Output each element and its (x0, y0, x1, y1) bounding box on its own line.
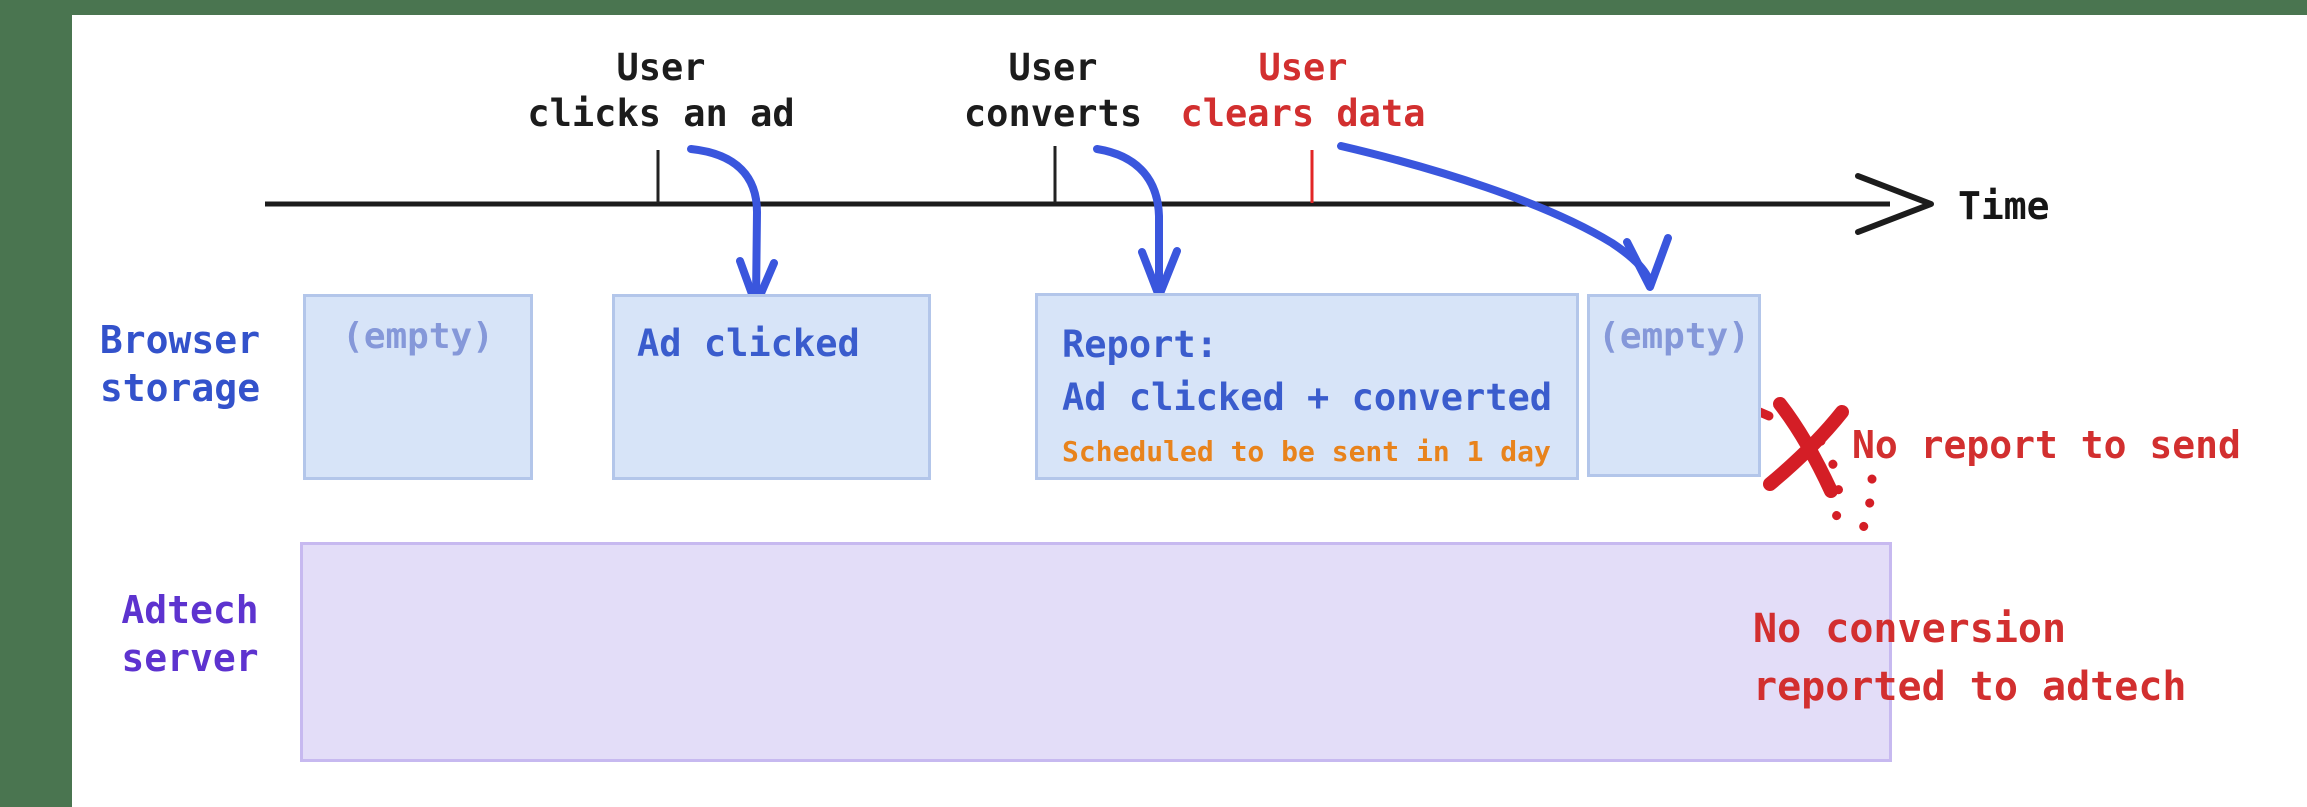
report-title: Report: (1062, 323, 1218, 366)
dotted-no-send-trail (1816, 436, 1844, 538)
x-mark-icon (1763, 405, 1849, 491)
storage-box-empty-1: (empty) (303, 294, 533, 480)
event-label-line: User (1008, 46, 1098, 89)
event-label-line: clears data (1180, 92, 1426, 135)
dotted-no-send-trail (1851, 474, 1877, 552)
storage-box-text: (empty) (1598, 316, 1750, 357)
x-mark-icon (1773, 397, 1838, 498)
storage-box-text: (empty) (342, 316, 494, 357)
timeline-arrowhead-icon (1855, 173, 1934, 235)
event-label-user-converts: User converts (893, 45, 1213, 137)
no-conversion-annotation: No conversion reported to adtech (1753, 600, 2186, 716)
storage-box-text: Ad clicked (637, 322, 860, 365)
report-contents: Ad clicked + converted (1062, 376, 1553, 419)
frame-left-bar (0, 0, 72, 807)
report-schedule-note: Scheduled to be sent in 1 day (1062, 435, 1551, 468)
event-label-line: User (1258, 46, 1348, 89)
row-label-line: storage (99, 366, 261, 410)
arrow-convert-to-report (1093, 145, 1163, 294)
row-label-line: Adtech (121, 588, 259, 632)
row-label-line: Browser (99, 318, 261, 362)
no-conversion-line: reported to adtech (1753, 664, 2187, 710)
no-conversion-line: No conversion (1753, 606, 2067, 652)
event-label-line: clicks an ad (527, 92, 795, 135)
arrow-clear-arrowhead-icon (1623, 234, 1672, 291)
arrow-click-to-storage (687, 145, 762, 304)
storage-box-empty-2: (empty) (1587, 294, 1761, 477)
adtech-server-row-label: Adtech server (80, 586, 300, 682)
no-report-annotation: No report to send (1852, 423, 2241, 467)
adtech-server-box (300, 542, 1892, 762)
storage-box-report: Report: Ad clicked + converted Scheduled… (1035, 293, 1579, 480)
arrow-clear-to-empty (1337, 142, 1653, 284)
browser-storage-row-label: Browser storage (70, 316, 290, 412)
time-axis-label: Time (1958, 184, 2050, 228)
arrow-convert-arrowhead-icon (1138, 247, 1181, 300)
frame-top-bar (0, 0, 2307, 15)
event-label-line: User (616, 46, 706, 89)
event-label-user-clears-data: User clears data (1123, 45, 1483, 137)
row-label-line: server (121, 636, 259, 680)
event-label-user-clicks-ad: User clicks an ad (501, 45, 821, 137)
event-label-line: converts (963, 92, 1143, 135)
storage-box-ad-clicked: Ad clicked (612, 294, 931, 480)
